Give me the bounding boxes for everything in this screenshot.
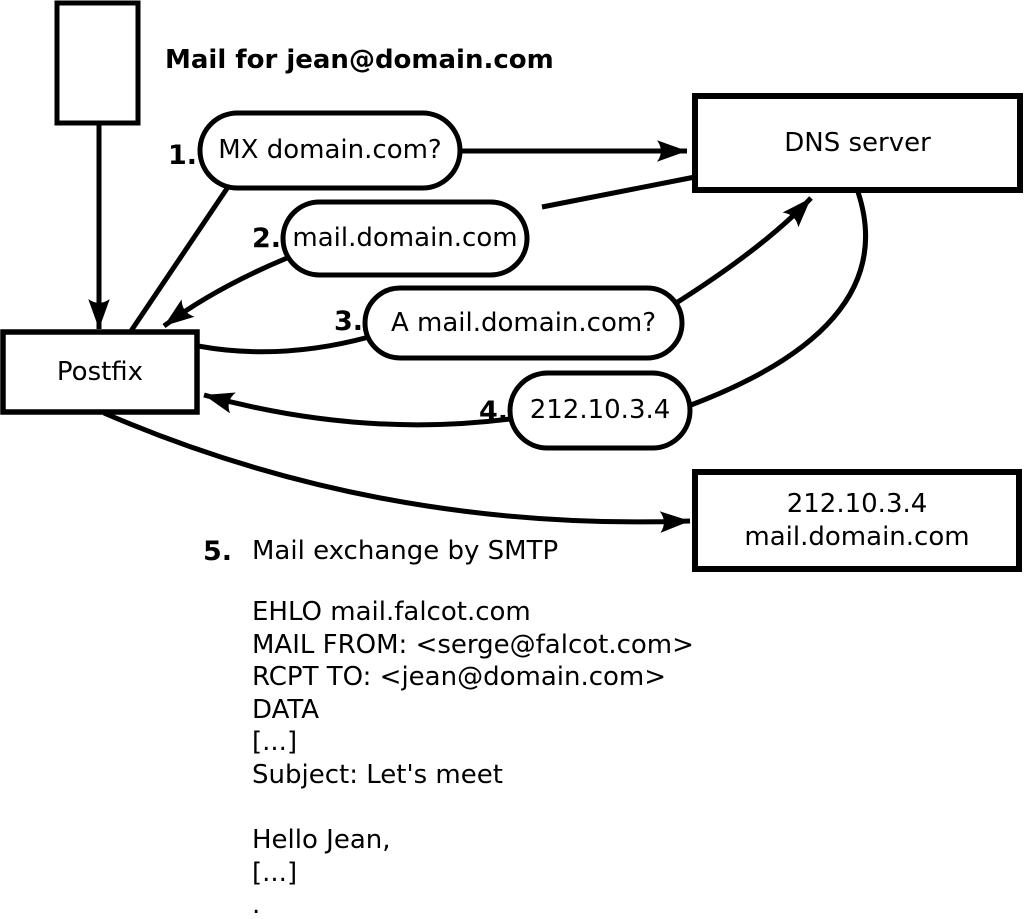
smtp-line: DATA bbox=[252, 694, 319, 725]
smtp-line: Hello Jean, bbox=[252, 825, 391, 856]
smtp-line: Subject: Let's meet bbox=[252, 759, 503, 790]
smtp-line: MAIL FROM: <serge@falcot.com> bbox=[252, 629, 694, 660]
step1-number: 1. bbox=[167, 140, 197, 171]
smtp-line: EHLO mail.falcot.com bbox=[252, 597, 531, 627]
dns-server-box bbox=[692, 93, 1023, 193]
mail-server-hostname: mail.domain.com bbox=[744, 521, 970, 552]
step5-number: 5. bbox=[202, 536, 232, 567]
postfix-box bbox=[0, 329, 200, 415]
mail-server-label: 212.10.3.4 mail.domain.com bbox=[695, 472, 1019, 569]
step4-label: 212.10.3.4 bbox=[529, 395, 671, 425]
smtp-line: . bbox=[252, 890, 261, 919]
arrow-step3-to-dns bbox=[671, 196, 813, 308]
arrow-postfix-to-mailserver bbox=[103, 410, 691, 533]
step2-bubble bbox=[280, 199, 530, 278]
postfix-label: Postfix bbox=[56, 356, 144, 387]
step4-number: 4. bbox=[478, 396, 508, 427]
step3-number: 3. bbox=[333, 306, 363, 337]
step5-label: Mail exchange by SMTP bbox=[252, 536, 559, 566]
arrow-step2-to-postfix bbox=[162, 255, 288, 329]
dns-server-label: DNS server bbox=[784, 127, 931, 158]
step2-label: mail.domain.com bbox=[292, 223, 518, 253]
step1-label: MX domain.com? bbox=[218, 135, 442, 165]
connector-postfix-to-step3 bbox=[197, 334, 370, 355]
smtp-line: RCPT TO: <jean@domain.com> bbox=[252, 662, 667, 693]
step3-label: A mail.domain.com? bbox=[391, 307, 656, 338]
mail-server-ip: 212.10.3.4 bbox=[786, 488, 928, 519]
step1-bubble bbox=[197, 110, 463, 191]
smtp-line: [...] bbox=[252, 727, 298, 758]
connector-postfix-to-step1 bbox=[128, 185, 231, 333]
arrow-step4-to-postfix bbox=[203, 392, 511, 428]
smtp-line: [...] bbox=[252, 857, 298, 888]
step3-bubble bbox=[362, 285, 685, 361]
smtp-line bbox=[252, 792, 694, 825]
connector-dns-to-step2 bbox=[541, 174, 696, 210]
mail-server-box bbox=[692, 469, 1022, 572]
step4-bubble bbox=[507, 370, 693, 451]
connector-dns-to-step4 bbox=[690, 191, 869, 408]
mail-message-icon bbox=[54, 0, 141, 126]
step2-number: 2. bbox=[251, 223, 281, 254]
diagram-title: Mail for jean@domain.com bbox=[165, 45, 554, 75]
smtp-transcript: EHLO mail.falcot.com MAIL FROM: <serge@f… bbox=[252, 596, 694, 919]
